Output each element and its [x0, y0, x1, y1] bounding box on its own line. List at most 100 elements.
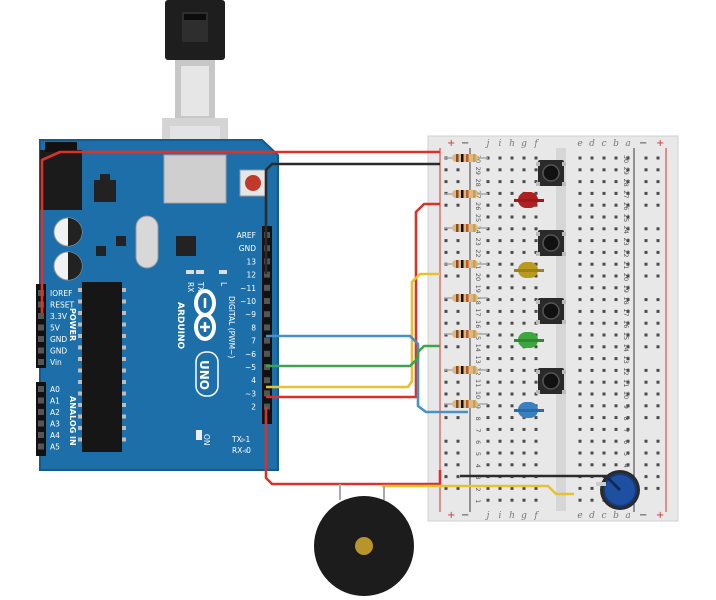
row-number: 14: [474, 344, 482, 352]
analog-pin: [38, 409, 44, 415]
row-number: 18: [474, 296, 482, 304]
row-number: 7: [622, 428, 630, 432]
column-letter: a: [625, 511, 630, 521]
row-number: 25: [474, 214, 482, 222]
power-pin-label: 5V: [50, 324, 61, 333]
digital-pin: [264, 311, 270, 318]
row-number: 14: [622, 344, 630, 352]
digital-pin: [264, 390, 270, 397]
power-label: POWER: [68, 308, 77, 341]
column-letter: f: [533, 139, 539, 149]
row-number: 17: [622, 308, 630, 316]
column-letter: j: [485, 139, 490, 149]
analog-pin: [38, 397, 44, 404]
pushbutton[interactable]: [536, 368, 566, 394]
column-letter: b: [613, 139, 619, 149]
row-number: 17: [474, 308, 482, 316]
on-label: ON: [202, 434, 211, 446]
digital-pin-label: ~10: [240, 297, 256, 306]
power-pin-label: IOREF: [50, 289, 72, 298]
atmega-chip: [82, 282, 122, 452]
pushbutton[interactable]: [536, 230, 566, 256]
rail-plus-top-left: +: [447, 138, 455, 149]
row-number: 22: [474, 249, 482, 257]
arduino-logo: [194, 289, 216, 341]
model-label: UNO: [197, 360, 211, 390]
rail-minus-bottom-right: −: [639, 510, 647, 521]
usb-b-port: [163, 154, 227, 204]
rx-label: RX: [186, 282, 195, 292]
resistor: [444, 400, 488, 408]
pushbutton[interactable]: [536, 298, 566, 324]
column-letter: c: [601, 511, 606, 521]
row-number: 28: [474, 178, 482, 186]
analog-pin-label: A2: [50, 408, 60, 417]
resistor: [444, 190, 488, 198]
digital-pin-label: ~5: [245, 363, 256, 372]
digital-pin: [264, 377, 270, 384]
column-letter: h: [509, 139, 515, 149]
analog-pin-label: A0: [50, 385, 60, 394]
potentiometer[interactable]: [596, 470, 640, 510]
digital-pin-label: 13: [246, 257, 256, 266]
row-number: 21: [622, 261, 630, 269]
column-letter: b: [613, 511, 619, 521]
digital-pin-label: ~3: [245, 389, 256, 398]
analog-pin: [38, 386, 44, 392]
resistor: [444, 366, 488, 374]
column-letter: i: [499, 511, 502, 521]
row-number: 18: [622, 296, 630, 304]
row-number: 9: [474, 405, 482, 409]
power-pin: [38, 336, 44, 342]
row-number: 20: [622, 273, 630, 281]
row-number: 24: [622, 226, 630, 234]
piezo-buzzer: [314, 484, 414, 596]
pushbutton[interactable]: [536, 160, 566, 186]
row-number: 25: [622, 214, 630, 222]
analog-pin-label: A4: [50, 431, 60, 440]
row-number: 20: [474, 273, 482, 281]
power-pin: [38, 359, 44, 365]
row-number: 13: [622, 355, 630, 363]
analog-label: ANALOG IN: [68, 396, 77, 446]
row-number: 15: [474, 332, 482, 340]
rail-minus-bottom-left: −: [461, 510, 469, 521]
row-number: 15: [622, 332, 630, 340]
tx1-label: TX▹1: [231, 435, 250, 444]
row-number: 29: [622, 167, 630, 175]
row-number: 1: [474, 499, 482, 503]
resistor: [444, 260, 488, 268]
row-number: 30: [622, 155, 630, 163]
analog-pin-label: A1: [50, 397, 60, 406]
row-number: 19: [474, 285, 482, 293]
wire-red-pin3: [264, 407, 442, 486]
column-letter: i: [499, 139, 502, 149]
row-number: 5: [622, 452, 630, 456]
digital-pin-label: 7: [251, 337, 256, 346]
digital-pin-label: ~6: [245, 350, 256, 359]
pot-indicator: [606, 476, 622, 492]
column-letter: d: [589, 139, 595, 149]
column-letter: g: [521, 139, 527, 149]
resistor: [444, 330, 488, 338]
l-label: L: [219, 282, 228, 287]
led-yellow: [514, 262, 544, 278]
row-number: 21: [474, 261, 482, 269]
power-pin: [38, 347, 44, 354]
row-number: 23: [474, 237, 482, 245]
row-number: 9: [622, 405, 630, 409]
rail-plus-top-right: +: [656, 138, 664, 149]
column-letter: f: [533, 511, 539, 521]
power-pin-label: GND: [50, 335, 67, 344]
wire-red-pin4: [266, 202, 440, 399]
power-pin-label: 3.3V: [50, 312, 68, 321]
digital-pin-label: AREF: [237, 231, 256, 240]
wire-yellow-pot: [382, 484, 574, 496]
row-number: 22: [622, 249, 630, 257]
column-letter: g: [521, 511, 527, 521]
row-number: 8: [622, 417, 630, 421]
row-number: 19: [622, 285, 630, 293]
row-number: 30: [474, 155, 482, 163]
rail-plus-bottom-left: +: [447, 510, 455, 521]
